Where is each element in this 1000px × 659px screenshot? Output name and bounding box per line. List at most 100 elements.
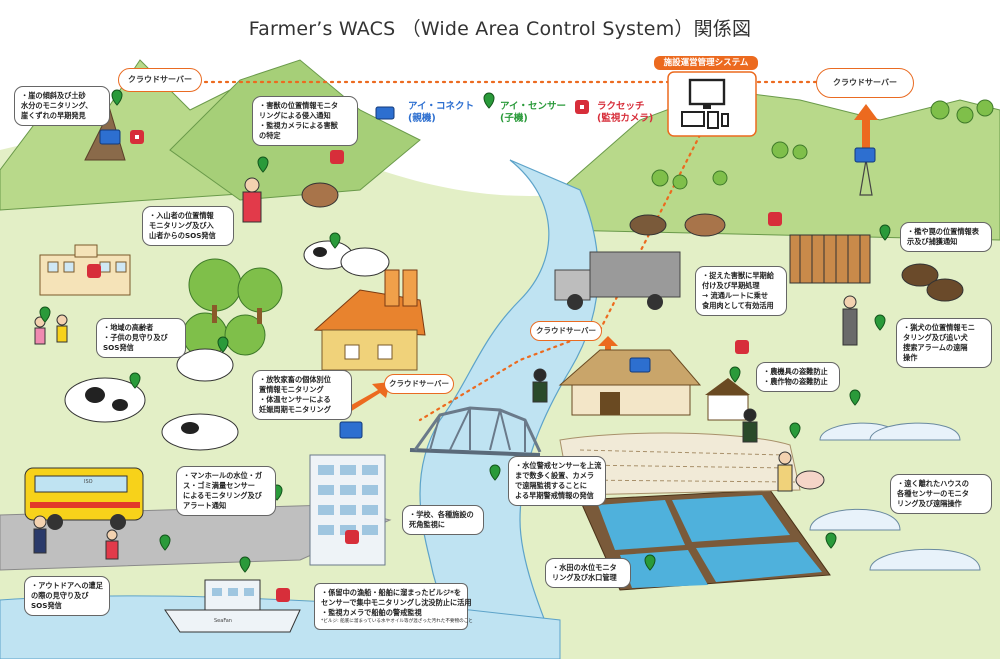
- wildlife: [301, 182, 964, 490]
- note-line: SOS発信: [103, 343, 134, 352]
- cloud-server-top-left: クラウドサーバー: [118, 68, 202, 92]
- rice-paddy: [579, 489, 831, 591]
- note-trap-location: ・檻や罠の位置情報表 示及び捕獲通知: [900, 222, 992, 252]
- management-system-label: 施設運営管理システム: [654, 56, 758, 70]
- note-line: ・水位警戒センサーを上流: [515, 461, 602, 470]
- school-building: [39, 244, 131, 296]
- note-line: 置情報モニタリング: [259, 385, 324, 394]
- note-line: 崖くずれの早期発見: [21, 111, 86, 120]
- legend-isensor: アイ・センサー (子機): [500, 101, 566, 125]
- truck: [554, 251, 681, 310]
- upload-arrow-farmhouse: [598, 336, 618, 356]
- note-line: 妊娠周期モニタリング: [259, 405, 331, 414]
- note-line: ・農機具の盗難防止: [763, 367, 828, 376]
- bridge: [409, 406, 542, 457]
- note-school-blindspot: ・学校、各種施設の 死角監視に: [402, 505, 484, 535]
- iconnect-units: [99, 106, 876, 439]
- note-line: ス・ゴミ満量センサー: [183, 481, 255, 490]
- people: [33, 177, 858, 560]
- tree-line-right: [651, 99, 994, 190]
- note-line: で遠隔監視することに: [515, 481, 587, 490]
- legend-iconnect-role: (親機): [408, 113, 436, 124]
- greenhouses: [809, 422, 981, 571]
- note-line: タリング及び追い犬: [903, 333, 968, 342]
- note-captured-game: ・捉えた害獣に早期給 付け及び早期処理 → 流通ルートに乗せ 食用肉として有効活…: [695, 266, 787, 316]
- computer-icon: [667, 71, 757, 137]
- boat-name: SeaFan: [214, 618, 232, 624]
- note-line: 捜索アラームの遠隔: [903, 343, 968, 352]
- note-line: ・害獣の位置情報モニタ: [259, 101, 339, 110]
- note-line: → 流通ルートに乗せ: [702, 291, 769, 300]
- note-line: ・水田の水位モニタ: [552, 563, 617, 572]
- note-line: 操作: [903, 353, 918, 362]
- note-line: ・崖の傾斜及び土砂: [21, 91, 86, 100]
- antenna-tower: [859, 159, 873, 196]
- legend-iconnect-name: アイ・コネクト: [408, 101, 475, 112]
- barn: [313, 269, 426, 371]
- legend-isensor-role: (子機): [500, 113, 528, 124]
- note-line: ・監視カメラで船舶の警戒監視: [321, 608, 422, 617]
- trap-cage: [789, 234, 871, 284]
- farmhouse: [558, 349, 750, 421]
- note-slope-monitoring: ・崖の傾斜及び土砂 水分のモニタリング、 崖くずれの早期発見: [14, 86, 110, 126]
- note-river-level: ・水位警戒センサーを上流 まで数多く設置、カメラ で遠隔監視することに よる早期…: [508, 456, 606, 506]
- note-line: リングによる侵入通知: [259, 111, 331, 120]
- legend-raku-name: ラクセッチ: [597, 101, 645, 112]
- note-line: 付け及び早期処理: [702, 281, 760, 290]
- legend-raku-role: (監視カメラ): [597, 113, 654, 124]
- cloud-server-city: クラウドサーバー: [384, 374, 454, 394]
- note-line: ・猟犬の位置情報モニ: [903, 323, 975, 332]
- note-line: 食用肉として有効活用: [702, 301, 774, 310]
- note-line: ・アウトドアへの遭足: [31, 581, 103, 590]
- note-greenhouse-remote: ・遠く離れたハウスの 各種センサーのモニタ リング及び遠隔操作: [890, 474, 992, 514]
- legend-raku: ラクセッチ (監視カメラ): [597, 101, 653, 125]
- legend-isensor-name: アイ・センサー: [500, 101, 567, 112]
- note-line: ・遠く離れたハウスの: [897, 479, 969, 488]
- note-footnote: *ビルジ: 船底に溜まっている水やオイル等が混ざった汚れた不要物のこと: [321, 619, 473, 624]
- note-line: よる早期警戒情報の発信: [515, 491, 594, 500]
- isensor-pins: [39, 89, 891, 573]
- camera-units: [87, 100, 782, 602]
- upload-arrow-tower: [854, 104, 878, 150]
- diagram-title: Farmer’s WACS （Wide Area Control System）…: [248, 18, 752, 40]
- note-livestock-monitoring: ・放牧家畜の個体別位 置情報モニタリング ・体温センサーによる 妊娠周期モニタリ…: [252, 370, 352, 420]
- note-line: 山者からのSOS発信: [149, 231, 216, 240]
- note-line: ・マンホールの水位・ガ: [183, 471, 263, 480]
- note-line: ・農作物の盗難防止: [763, 377, 828, 386]
- note-line: ・子供の見守り及び: [103, 333, 168, 342]
- note-line: の特定: [259, 131, 281, 140]
- note-line: によるモニタリング及び: [183, 491, 262, 500]
- note-line: センサーで集中モニタリングし沈没防止に活用: [321, 598, 472, 607]
- note-elderly-watch: ・地域の高齢者 ・子供の見守り及び SOS発信: [96, 318, 186, 358]
- note-line: ・捉えた害獣に早期給: [702, 271, 774, 280]
- note-line: 死角監視に: [409, 520, 445, 529]
- upload-arrow-building: [346, 382, 390, 412]
- note-beast-intrusion: ・害獣の位置情報モニタ リングによる侵入通知 ・監視カメラによる害獣 の特定: [252, 96, 358, 146]
- note-boat-bilge: ・係留中の漁船・船舶に溜まったビルジ*を センサーで集中モニタリングし沈没防止に…: [314, 583, 473, 630]
- crop-rows: [559, 432, 801, 496]
- note-line: ・監視カメラによる害獣: [259, 121, 338, 130]
- note-line: ・係留中の漁船・船舶に溜まったビルジ*を: [321, 588, 462, 597]
- note-line: モニタリング及び入: [149, 221, 214, 230]
- note-line: の際の見守り及び: [31, 591, 89, 600]
- note-line: アラート通知: [183, 501, 227, 510]
- note-hiker-tracking: ・入山者の位置情報 モニタリング及び入 山者からのSOS発信: [142, 206, 234, 246]
- note-line: ・学校、各種施設の: [409, 510, 474, 519]
- cows: [64, 240, 390, 451]
- note-line: ・放牧家畜の個体別位: [259, 375, 331, 384]
- orchard-trees: [182, 258, 283, 358]
- note-line: ・体温センサーによる: [259, 395, 331, 404]
- office-building: [309, 454, 386, 566]
- note-hunting-dog: ・猟犬の位置情報モニ タリング及び追い犬 捜索アラームの遠隔 操作: [896, 318, 992, 368]
- note-line: まで数多く設置、カメラ: [515, 471, 595, 480]
- note-line: 各種センサーのモニタ: [897, 489, 969, 498]
- note-paddy-water: ・水田の水位モニタ リング及び水口管理: [545, 558, 631, 588]
- note-line: リング及び遠隔操作: [897, 499, 962, 508]
- fishing-boat: [164, 579, 301, 633]
- cloud-server-farm: クラウドサーバー: [530, 321, 602, 341]
- note-line: ・檻や罠の位置情報表: [907, 227, 979, 236]
- note-outdoor-watch: ・アウトドアへの遭足 の際の見守り及び SOS発信: [24, 576, 110, 616]
- note-line: リング及び水口管理: [552, 573, 617, 582]
